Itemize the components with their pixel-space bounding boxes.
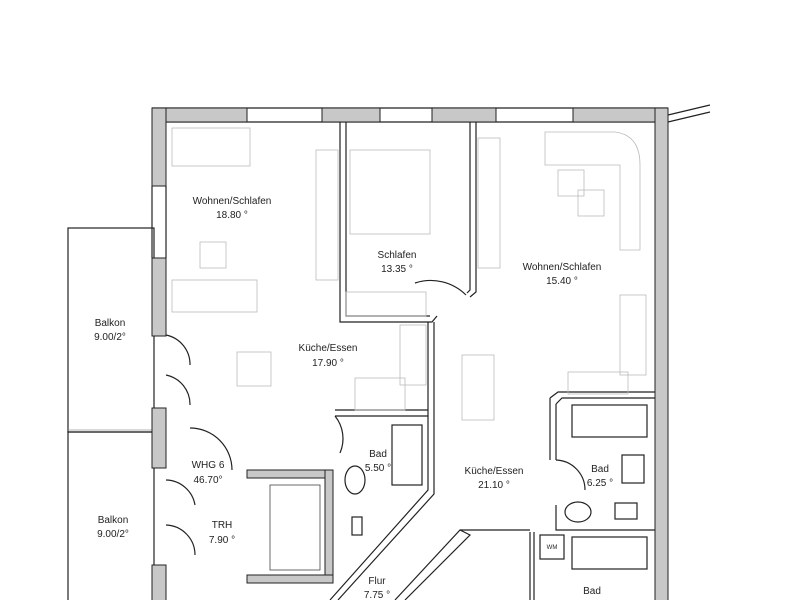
room-area: 46.70°	[193, 475, 222, 486]
room-name: Wohnen/Schlafen	[523, 262, 602, 273]
room-area: 9.00/2°	[97, 529, 129, 540]
room-name: Bad	[591, 464, 609, 475]
balconies	[67, 227, 155, 600]
room-labels: Wohnen/Schlafen 18.80 ° Schlafen 13.35 °…	[94, 196, 613, 600]
furniture	[171, 127, 648, 571]
room-area: 5.50 °	[365, 463, 391, 474]
doors	[165, 279, 586, 556]
room-area: 13.35 °	[381, 264, 413, 275]
room-name: Wohnen/Schlafen	[193, 196, 272, 207]
room-name: Flur	[368, 576, 386, 587]
room-name: Schlafen	[378, 250, 417, 261]
outer-walls	[151, 104, 711, 600]
room-name: WHG 6	[192, 460, 225, 471]
room-area: 17.90 °	[312, 358, 344, 369]
room-area: 9.00/2°	[94, 332, 126, 343]
room-name: Balkon	[95, 318, 126, 329]
room-name: Küche/Essen	[465, 466, 524, 477]
room-name: Küche/Essen	[299, 343, 358, 354]
room-area: 21.10 °	[478, 480, 510, 491]
room-name: Balkon	[98, 515, 129, 526]
room-name: Bad	[369, 449, 387, 460]
room-area: 7.75 °	[364, 590, 390, 600]
interior-walls	[246, 122, 655, 600]
room-area: 7.90 °	[209, 535, 235, 546]
room-area: 18.80 °	[216, 210, 248, 221]
room-area: 6.25 °	[587, 478, 613, 489]
room-area: 15.40 °	[546, 276, 578, 287]
room-name: Bad	[583, 586, 601, 597]
washer-label: WM	[547, 545, 558, 551]
room-name: TRH	[212, 520, 233, 531]
